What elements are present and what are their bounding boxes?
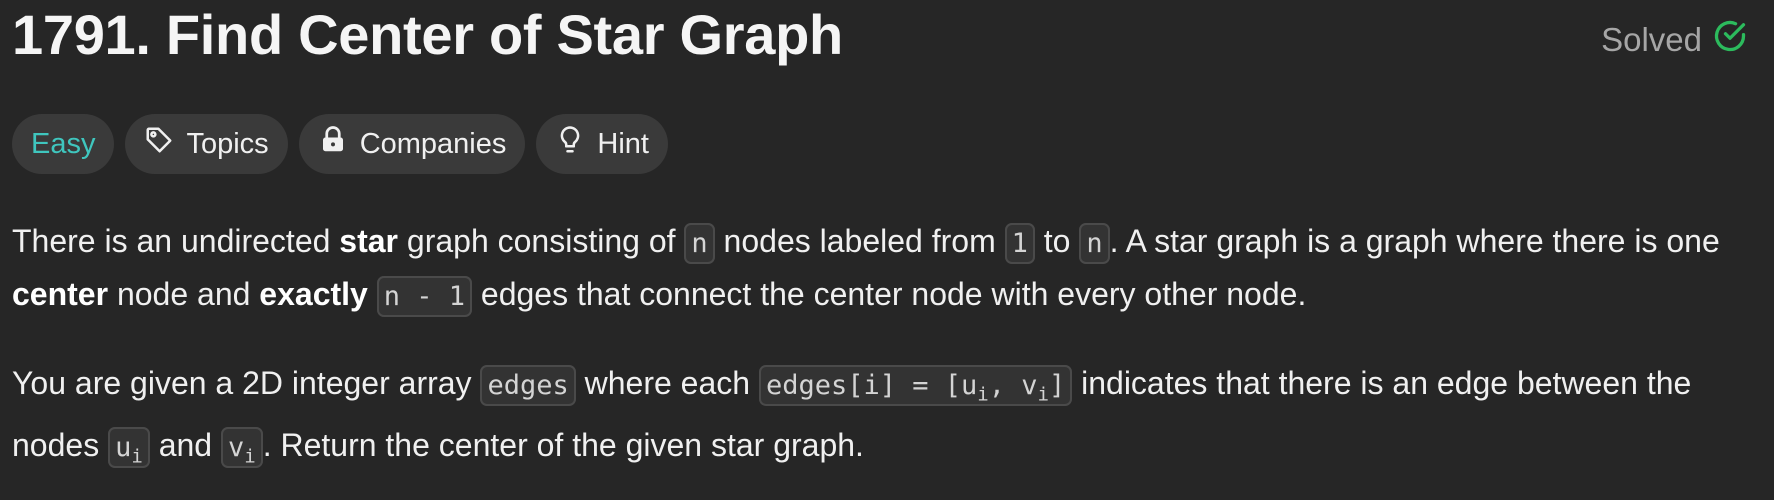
problem-tags: Easy Topics Companies Hint — [12, 114, 668, 174]
inline-code: n — [684, 223, 715, 264]
bold-text: exactly — [259, 276, 368, 312]
bold-text: star — [339, 223, 398, 259]
lock-icon — [318, 125, 348, 163]
text: to — [1034, 223, 1080, 259]
text: graph consisting of — [398, 223, 685, 259]
tag-icon — [144, 125, 174, 163]
hint-label: Hint — [597, 127, 649, 160]
code-part: v — [227, 432, 245, 464]
lightbulb-icon — [555, 125, 585, 163]
inline-code: 1 — [1004, 223, 1035, 264]
text: . Return the center of the given star gr… — [262, 427, 864, 464]
inline-code: ui — [108, 427, 150, 469]
description-paragraph-2: You are given a 2D integer array edges w… — [12, 358, 1762, 483]
subscript: i — [977, 383, 989, 406]
inline-code: edges[i] = [ui, vi] — [758, 365, 1073, 406]
companies-button[interactable]: Companies — [298, 114, 526, 174]
topics-label: Topics — [186, 127, 269, 160]
subscript: i — [131, 445, 143, 468]
inline-code: edges — [480, 365, 576, 406]
text: You are given a 2D integer array — [12, 365, 481, 401]
check-circle-icon — [1712, 18, 1748, 62]
text: nodes labeled from — [714, 223, 1005, 259]
inline-code: vi — [220, 427, 263, 469]
code-part: edges[i] = [u — [765, 370, 978, 401]
code-part: , v — [988, 370, 1038, 401]
bold-text: center — [12, 276, 109, 312]
difficulty-badge[interactable]: Easy — [12, 114, 115, 174]
topics-button[interactable]: Topics — [125, 114, 288, 174]
code-part: u — [115, 432, 132, 464]
hint-button[interactable]: Hint — [536, 114, 668, 174]
text — [368, 276, 377, 312]
subscript: i — [1037, 383, 1049, 406]
description-paragraph-1: There is an undirected star graph consis… — [12, 216, 1762, 322]
solved-label: Solved — [1601, 21, 1702, 58]
text: node and — [108, 276, 260, 312]
inline-code: n — [1079, 223, 1110, 264]
difficulty-label: Easy — [31, 127, 96, 160]
text: and — [149, 427, 221, 464]
companies-label: Companies — [359, 127, 507, 160]
text: where each — [575, 365, 759, 401]
text: indicates that there is an edge between … — [12, 365, 1692, 464]
text: There is an undirected — [12, 223, 340, 259]
code-part: ] — [1048, 370, 1066, 401]
subscript: i — [244, 445, 256, 468]
text: . A star graph is a graph where there is… — [1109, 223, 1720, 259]
inline-code: n - 1 — [376, 276, 472, 317]
text: edges that connect the center node with … — [472, 276, 1307, 312]
solved-status: Solved — [1601, 18, 1748, 62]
problem-title: 1791. Find Center of Star Graph — [12, 3, 843, 66]
